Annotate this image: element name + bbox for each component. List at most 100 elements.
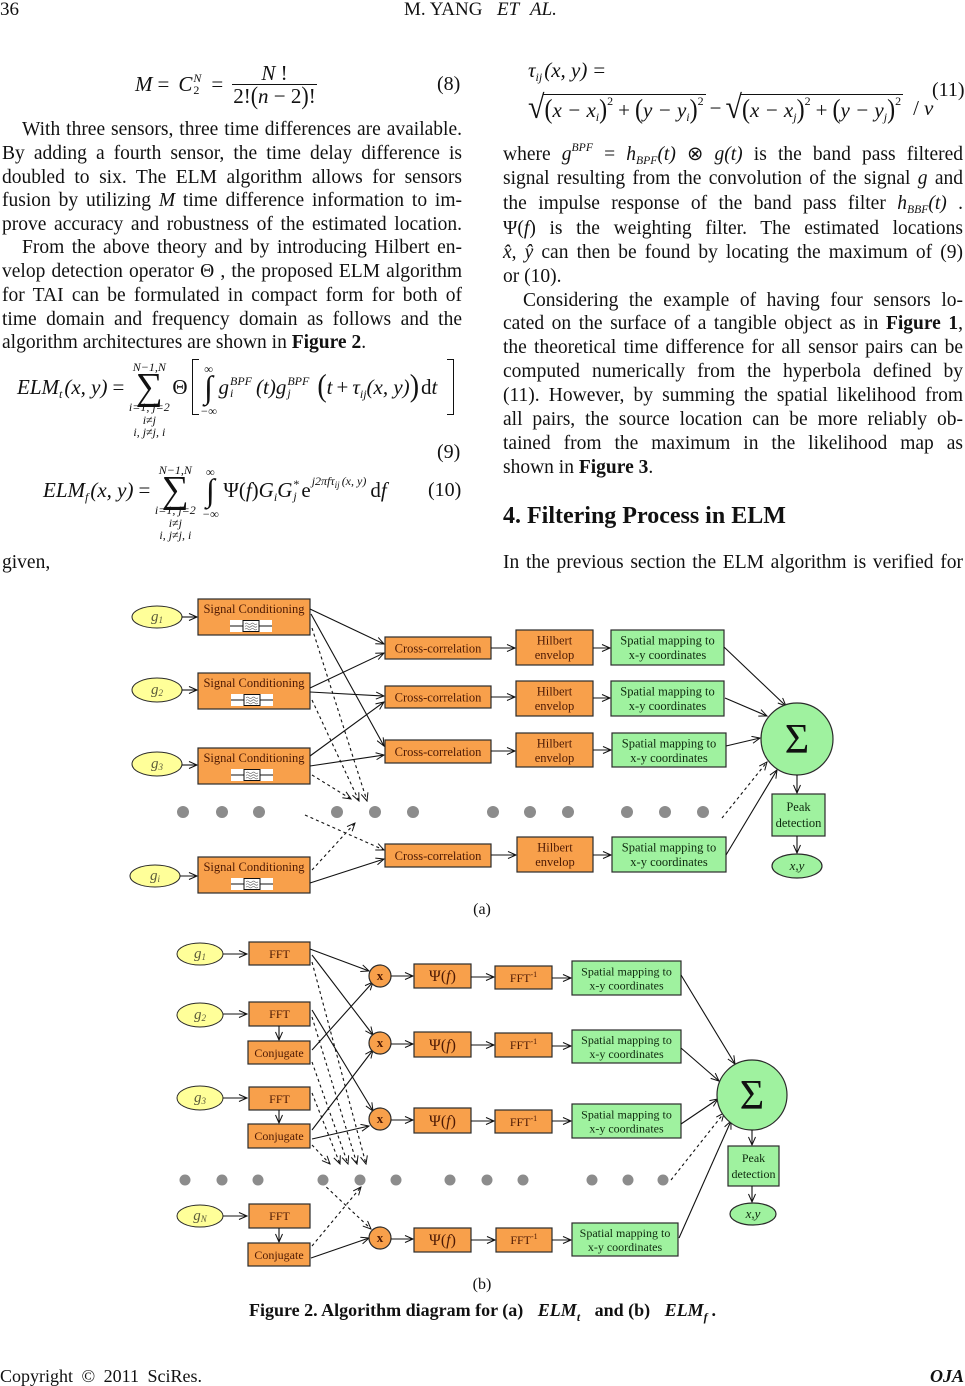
cross-correlation-label: Cross-correlation: [395, 691, 483, 705]
equals-sign: =: [593, 57, 606, 82]
summation-symbol: Σ: [740, 1073, 764, 1119]
input-symbol: g: [194, 1007, 202, 1023]
right-paren: ): [409, 368, 420, 405]
bandpass-filter-icon: [230, 693, 274, 707]
flow-arrow: [678, 1121, 731, 1239]
input-subscript: i: [157, 874, 160, 884]
eq9-tau-sub: ij: [359, 386, 367, 401]
optional-flow-arrow: [721, 762, 767, 819]
eq10-differential: d: [370, 477, 381, 502]
peak-detection-line2: detection: [776, 816, 823, 830]
ellipsis-dot: [216, 1174, 228, 1186]
psi-close: ): [451, 1232, 456, 1249]
eq10-psi-arg: f: [245, 477, 252, 502]
math-g: g: [561, 144, 572, 165]
spatial-mapping-line2: x-y coordinates: [629, 648, 707, 662]
eq9-integral: ∞ ∫ −∞: [200, 363, 217, 417]
weighting-filter-label: Ψ(f): [429, 1113, 456, 1130]
right-paren: ): [689, 95, 698, 125]
plus-sign: +: [618, 97, 630, 122]
cross-correlation-label: Cross-correlation: [395, 642, 483, 656]
text-run: .: [361, 332, 367, 353]
square-exponent: 2: [804, 93, 811, 108]
eq8-num-fact: !: [275, 60, 288, 85]
math-close: ): [529, 218, 536, 239]
ellipsis-dot: [369, 806, 381, 818]
sum-lower-limit: i, j≠j, i: [133, 425, 166, 439]
text-run: and: [927, 168, 964, 189]
input-ellipse: [176, 1002, 224, 1028]
hilbert-label-line1: Hilbert: [537, 634, 573, 648]
math-xhat: x̂: [503, 242, 512, 263]
output-label: x,y: [745, 1206, 761, 1221]
input-subscript: 2: [202, 1013, 207, 1023]
spatial-mapping-box: [611, 836, 727, 873]
math-h: h: [897, 193, 907, 214]
ellipsis-dot: [252, 1174, 264, 1186]
math-sup: BPF: [571, 141, 593, 155]
text-run: the impulse response of the band pass fi…: [503, 193, 898, 214]
figure-caption: Figure 2. Algorithm diagram for (a) ELMt…: [0, 1298, 965, 1324]
eq9-lhs-sub: t: [59, 386, 63, 401]
ellipsis-dot: [177, 806, 189, 818]
eq9-t: t: [326, 374, 333, 399]
square-root-symbol: √: [528, 89, 545, 126]
spatial-mapping-box: [571, 1222, 679, 1257]
signal-conditioning-label: Signal Conditioning: [203, 751, 305, 765]
eq10-args: (x, y): [90, 477, 134, 502]
plus-sign: +: [815, 97, 828, 122]
figure-reference: Figure 1: [885, 313, 959, 334]
paragraph-line: Considering the example of having four s…: [523, 290, 963, 311]
eq8-den-b: − 2: [268, 83, 302, 108]
ellipsis-dot: [622, 1174, 634, 1186]
eq10-exp-base: e: [301, 477, 311, 502]
text-run: cated on the surface of a tangible objec…: [503, 313, 886, 334]
equals-sign: =: [211, 71, 224, 96]
spatial-mapping-line2: x-y coordinates: [629, 699, 707, 713]
inverse-fft-label: FFT-1: [510, 1232, 537, 1247]
optional-flow-arrow: [311, 1144, 330, 1164]
flow-arrow: [309, 653, 384, 689]
sup: *: [293, 477, 300, 491]
eq11-args: (x, y): [544, 57, 588, 82]
paragraph-line: the theoretical time difference for all …: [503, 337, 963, 358]
radicand: ( x − x j ) 2 + ( y − y j ) 2: [740, 93, 904, 124]
sub: j: [287, 386, 291, 400]
flow-arrow: [311, 1050, 373, 1131]
psi-close: ): [451, 1113, 456, 1130]
hilbert-label-line1: Hilbert: [537, 737, 573, 751]
flow-arrow: [680, 1047, 719, 1081]
caption-suffix: .: [711, 1300, 717, 1320]
caption-prefix: Figure 2. Algorithm diagram for (a): [248, 1300, 524, 1320]
multiplier-label: x: [377, 1230, 384, 1245]
eq8-denominator: 2! ( n − 2 ) !: [232, 82, 317, 108]
panel-a-time-domain: g1 g2 g3 gi Signal Conditioning Signal C…: [129, 598, 834, 918]
caption-elm-t-sub: t: [576, 1311, 581, 1324]
optional-flow-arrow: [311, 1061, 348, 1164]
flow-arrow: [725, 770, 777, 856]
eq10-lhs-sub: f: [85, 489, 89, 504]
eq8-den-var: n: [258, 83, 269, 108]
spatial-mapping-line2: x-y coordinates: [589, 1047, 664, 1061]
paragraph-line: (11). However, by summing the spatial li…: [503, 385, 963, 406]
ellipsis-dot: [253, 806, 265, 818]
peak-detection-box: [727, 1145, 780, 1187]
signal-conditioning-label: Signal Conditioning: [203, 676, 305, 690]
hilbert-label-line2: envelop: [535, 751, 575, 765]
flow-arrow: [311, 1009, 373, 1111]
optional-flow-arrow: [311, 699, 359, 801]
paragraph-line: or (10).: [503, 266, 562, 287]
math-f: f: [523, 218, 530, 239]
math-arg: (t): [928, 193, 947, 214]
input-symbol: g: [151, 756, 159, 772]
hilbert-envelope-box: [515, 680, 594, 717]
fft-box: [248, 1203, 311, 1229]
equation-number: (9): [437, 441, 461, 463]
text-run: where: [503, 144, 562, 165]
eq9-g2-indices: BPF j: [287, 375, 309, 399]
bandpass-filter-icon: [230, 877, 274, 891]
conjugate-label: Conjugate: [254, 1248, 303, 1262]
ellipsis-dot: [697, 806, 709, 818]
eq9-g1: g: [218, 374, 230, 399]
running-head-al: AL.: [530, 0, 557, 20]
